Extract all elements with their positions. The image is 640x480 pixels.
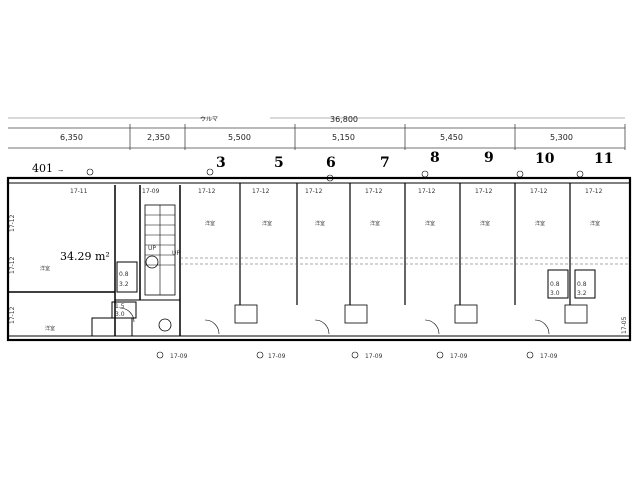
fixture-label-1: 0.8 — [119, 271, 129, 278]
dim-5: 5,450 — [440, 133, 463, 142]
room-5: 洋室 — [262, 220, 272, 227]
unit-label-9: 9 — [484, 150, 494, 166]
unit-label-8: 8 — [430, 150, 440, 166]
dim-6: 5,300 — [550, 133, 573, 142]
header-top-left: ウルマ — [200, 115, 218, 123]
circle-markers — [86, 168, 584, 359]
up-mark-1: UP — [148, 245, 156, 252]
unit-label-10: 10 — [535, 151, 555, 167]
side-label-3: 17-12 — [9, 306, 16, 324]
bottom-code-3: 17-09 — [365, 353, 383, 360]
room-8: 洋室 — [425, 220, 435, 227]
fixture-label-3: 1.5 — [115, 303, 125, 310]
fixture-label-5: 0.8 — [550, 281, 560, 288]
area-note: 34.29 m² — [60, 250, 110, 263]
room-7: 洋室 — [370, 220, 380, 227]
unit-401 — [8, 185, 181, 337]
unit-label-5: 5 — [274, 155, 284, 171]
unit-label-7: 7 — [380, 155, 390, 171]
top-code-8: 17-12 — [475, 188, 493, 195]
fixture-label-8: 3.2 — [577, 290, 587, 297]
top-code-1: 17-11 — [70, 188, 88, 195]
room-3: 洋室 — [205, 220, 215, 227]
unit-label-6: 6 — [326, 155, 336, 171]
top-code-10: 17-12 — [585, 188, 603, 195]
side-right-code: 17-05 — [621, 316, 628, 334]
top-code-7: 17-12 — [418, 188, 436, 195]
unit-401-arrow: ⇁ — [58, 167, 63, 174]
top-code-6: 17-12 — [365, 188, 383, 195]
dim-4: 5,150 — [332, 133, 355, 142]
fixture-label-7: 0.8 — [577, 281, 587, 288]
dim-3: 5,500 — [228, 133, 251, 142]
room-10: 洋室 — [535, 220, 545, 227]
side-label-1: 17-12 — [9, 214, 16, 232]
unit-label-3: 3 — [216, 155, 226, 171]
top-code-9: 17-12 — [530, 188, 548, 195]
total-width: 36,800 — [330, 115, 358, 124]
unit-label-11: 11 — [594, 151, 613, 167]
dim-1: 6,350 — [60, 133, 83, 142]
bottom-code-5: 17-09 — [540, 353, 558, 360]
unit-partitions — [180, 183, 630, 335]
fixture-label-4: 3.0 — [115, 311, 125, 318]
room-401-b: 洋室 — [45, 325, 55, 332]
room-401-a: 洋室 — [40, 265, 50, 272]
unit-label-401: 401 — [32, 162, 53, 175]
room-11: 洋室 — [590, 220, 600, 227]
side-label-2: 17-12 — [9, 256, 16, 274]
room-9: 洋室 — [480, 220, 490, 227]
fixture-label-2: 3.2 — [119, 281, 129, 288]
bottom-code-4: 17-09 — [450, 353, 468, 360]
dimension-lines — [8, 117, 626, 150]
up-mark-2: UP — [172, 250, 180, 257]
fixture-label-6: 3.0 — [550, 290, 560, 297]
top-code-4: 17-12 — [252, 188, 270, 195]
bottom-code-2: 17-09 — [268, 353, 286, 360]
top-code-2: 17-09 — [142, 188, 160, 195]
bottom-code-1: 17-09 — [170, 353, 188, 360]
top-code-3: 17-12 — [198, 188, 216, 195]
room-6: 洋室 — [315, 220, 325, 227]
top-code-5: 17-12 — [305, 188, 323, 195]
dim-2: 2,350 — [147, 133, 170, 142]
